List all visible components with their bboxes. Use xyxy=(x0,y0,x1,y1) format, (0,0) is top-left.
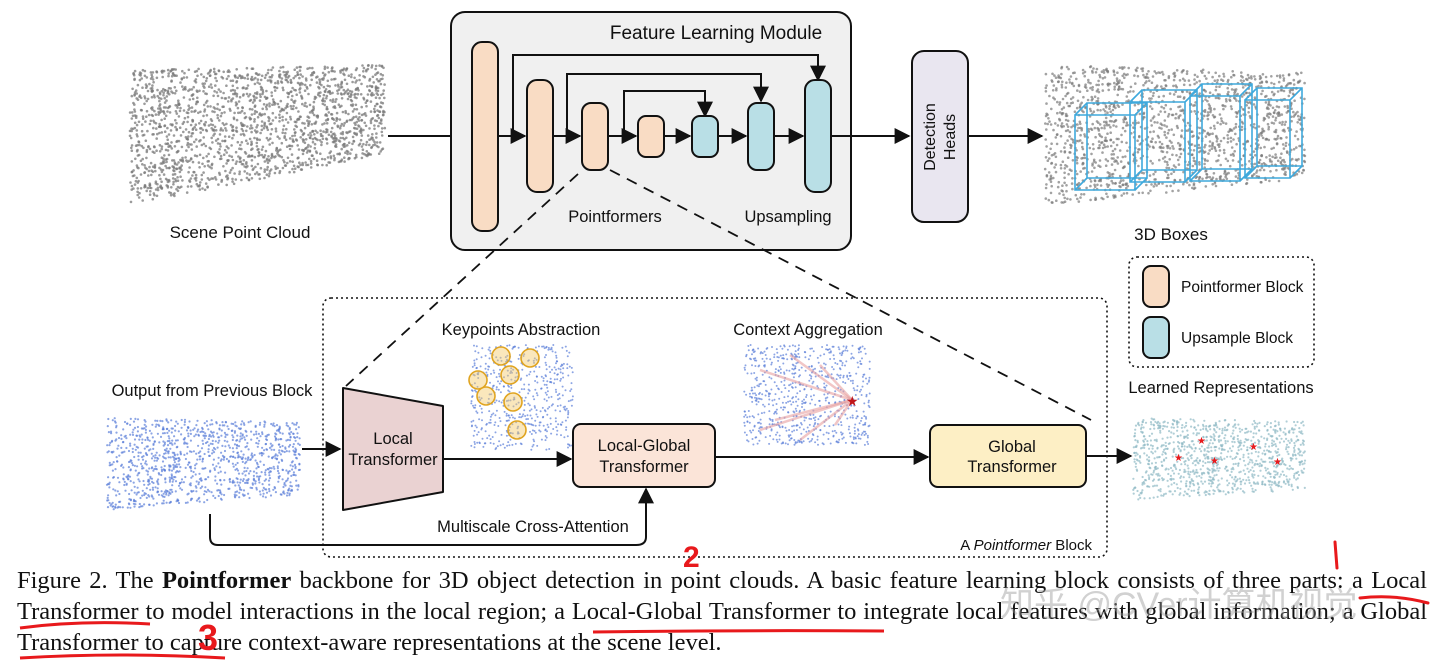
upsample-block-2 xyxy=(747,102,775,171)
zoom-line-right xyxy=(609,169,1092,421)
output-prev-label: Output from Previous Block xyxy=(112,382,314,400)
local-transformer-block xyxy=(342,387,444,511)
global-transformer-label-line2: Transformer xyxy=(967,458,1057,476)
detection-heads-label-line1: Detection xyxy=(922,103,939,171)
boxes-point-cloud-image xyxy=(1043,65,1307,204)
zoom-line-left xyxy=(345,173,579,387)
local-global-label-line1: Local-Global xyxy=(598,437,691,455)
legend-upsample-label: Upsample Block xyxy=(1181,330,1293,347)
scene-point-cloud-label: Scene Point Cloud xyxy=(170,223,311,242)
skip-connection-outer xyxy=(512,54,826,136)
keypoints-label: Keypoints Abstraction xyxy=(442,321,601,339)
pointformer-block-detail xyxy=(322,297,1108,558)
global-transformer-label-line1: Global xyxy=(988,438,1036,456)
skip-connection-middle xyxy=(566,73,769,136)
context-aggregation-label: Context Aggregation xyxy=(733,321,883,339)
local-transformer-label-line2: Transformer xyxy=(348,451,438,469)
legend-pointformer-swatch xyxy=(1142,265,1170,308)
block-caption: A Pointformer Block xyxy=(960,537,1092,554)
pointformer-block-3 xyxy=(581,102,609,171)
pointformer-block-1 xyxy=(471,41,499,232)
module-title: Feature Learning Module xyxy=(610,23,822,44)
pointformer-block-2 xyxy=(526,79,554,193)
learned-representations-image: ★★★★★ xyxy=(1132,417,1307,501)
upsampling-label: Upsampling xyxy=(744,208,831,226)
cross-attention-path xyxy=(209,487,654,546)
caption-body: backbone for 3D object detection in poin… xyxy=(17,567,1427,656)
local-global-label-line2: Transformer xyxy=(599,458,689,476)
detection-heads-block xyxy=(911,50,969,223)
3d-boxes-label: 3D Boxes xyxy=(1134,225,1208,244)
global-transformer-block xyxy=(929,424,1087,488)
pointformers-label: Pointformers xyxy=(568,208,662,226)
caption-prefix: Figure 2. The xyxy=(17,567,162,594)
local-global-transformer-block xyxy=(572,423,716,488)
pointformer-block-4 xyxy=(637,115,665,158)
legend-pointformer-label: Pointformer Block xyxy=(1181,279,1304,296)
local-transformer-label-line1: Local xyxy=(373,430,412,448)
upsample-block-3 xyxy=(804,79,832,193)
keypoints-abstraction-image xyxy=(468,344,574,451)
upsample-block-1 xyxy=(691,115,719,158)
input-point-cloud-image xyxy=(105,417,301,511)
3d-boxes-overlay xyxy=(1074,83,1303,191)
figure-caption: Figure 2. The Pointformer backbone for 3… xyxy=(17,565,1427,658)
skip-connection-inner xyxy=(623,90,713,136)
legend-upsample-swatch xyxy=(1142,316,1170,359)
cross-attention-label: Multiscale Cross-Attention xyxy=(437,518,629,536)
detection-heads-label-line2: Heads xyxy=(942,114,959,160)
context-aggregation-image: ★ xyxy=(743,344,871,446)
scene-point-cloud-image xyxy=(128,64,387,204)
legend-box xyxy=(1128,256,1315,368)
learned-representations-label: Learned Representations xyxy=(1128,379,1313,397)
caption-bold-name: Pointformer xyxy=(161,567,292,594)
